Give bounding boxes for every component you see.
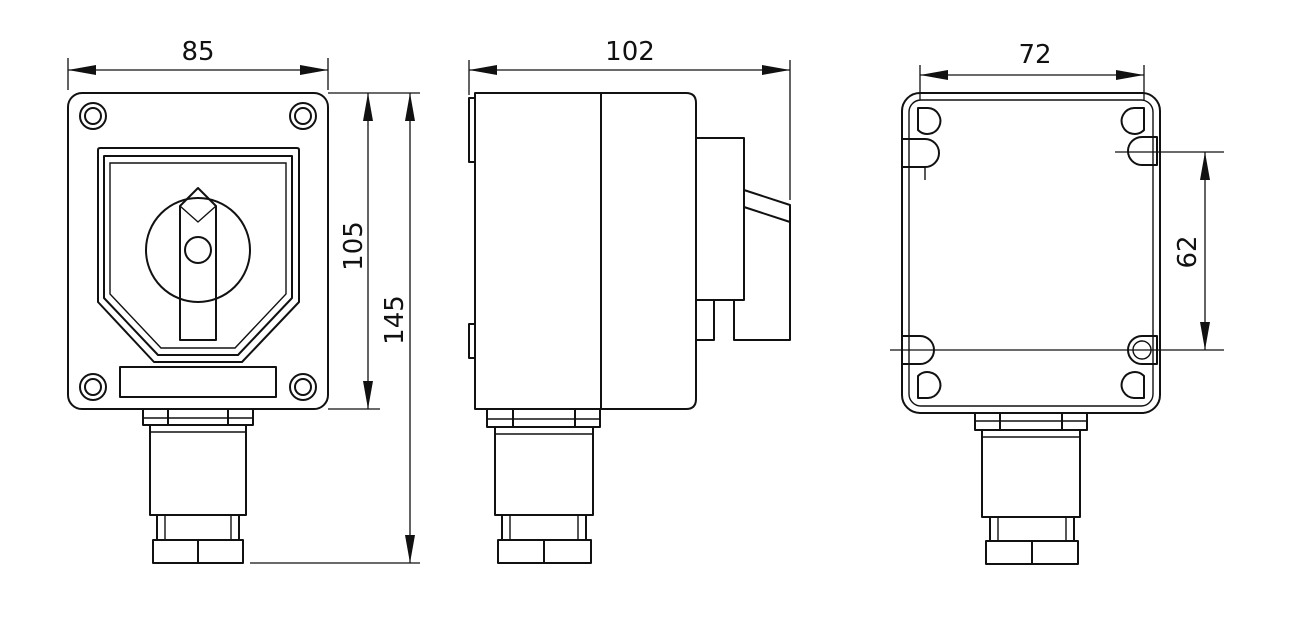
side-handle-foot-right [733, 221, 791, 341]
label-strip [119, 366, 277, 398]
back-view: 72 62 [890, 40, 1224, 565]
front-view: 85 105 145 [67, 37, 420, 564]
back-cable-gland [974, 412, 1088, 565]
dim-label-62: 62 [1173, 235, 1203, 268]
screw-bottom-left [79, 373, 107, 401]
dim-105 [328, 92, 380, 410]
switch-handle [179, 187, 217, 341]
keyhole-top-right [1120, 107, 1145, 135]
front-cable-gland [142, 409, 254, 564]
dim-label-105: 105 [339, 221, 369, 271]
handle-tip-line [179, 205, 217, 223]
mount-slot-left-upper [901, 138, 940, 168]
front-body-outline [67, 92, 329, 410]
side-view: 102 [468, 37, 791, 564]
screw-top-left [79, 102, 107, 130]
side-cable-gland [486, 409, 601, 564]
keyhole-top-left [917, 107, 942, 135]
dim-72 [919, 65, 1145, 100]
dim-label-85: 85 [181, 37, 214, 67]
side-handle-foot-left [695, 299, 715, 341]
side-body-outline [474, 92, 697, 410]
keyhole-bottom-right [1120, 371, 1145, 399]
dim-62 [890, 151, 1224, 351]
dim-85 [67, 58, 329, 90]
side-handle-base [695, 137, 745, 301]
dim-label-102: 102 [605, 37, 655, 67]
back-body-outline [901, 92, 1161, 414]
back-body-inner [908, 99, 1154, 407]
cover-plate-outer [97, 147, 300, 363]
dim-145 [250, 92, 420, 564]
keyhole-bottom-left [917, 371, 942, 399]
mount-hole-right-lower [1127, 335, 1158, 365]
dim-label-145: 145 [380, 295, 410, 345]
screw-top-right [289, 102, 317, 130]
dim-label-72: 72 [1018, 40, 1051, 70]
dim-102 [468, 60, 791, 200]
cover-plate-inner [109, 162, 287, 349]
cover-plate-mid [103, 155, 293, 356]
side-handle-lever [743, 189, 791, 223]
rotary-knob [145, 197, 251, 303]
screw-bottom-right [289, 373, 317, 401]
handle-pivot [184, 236, 212, 264]
